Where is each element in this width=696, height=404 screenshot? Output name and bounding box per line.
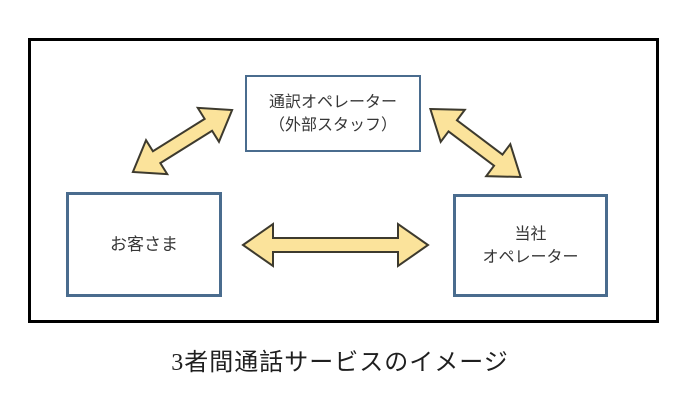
diagram-frame <box>28 38 659 323</box>
node-company-operator: 当社 オペレーター <box>453 194 608 297</box>
customer-interpreter-double-arrow-icon <box>131 106 234 176</box>
node-interpreter-label-line1: 通訳オペレーター <box>268 93 397 111</box>
node-customer: お客さま <box>66 192 222 297</box>
double-arrow-shape <box>241 222 430 268</box>
node-customer-label: お客さま <box>110 235 178 254</box>
figure-caption: 3者間通話サービスのイメージ <box>171 350 509 376</box>
customer-company-double-arrow-icon <box>241 222 430 268</box>
node-interpreter-label-line2: （外部スタッフ） <box>268 116 397 134</box>
double-arrow-shape <box>429 107 522 179</box>
node-company-label-line2: オペレーター <box>482 248 579 266</box>
double-arrow-shape <box>131 106 234 176</box>
node-company-label-line1: 当社 <box>514 225 547 243</box>
interpreter-company-double-arrow-icon <box>429 107 522 179</box>
node-interpreter-operator: 通訳オペレーター （外部スタッフ） <box>245 75 421 152</box>
